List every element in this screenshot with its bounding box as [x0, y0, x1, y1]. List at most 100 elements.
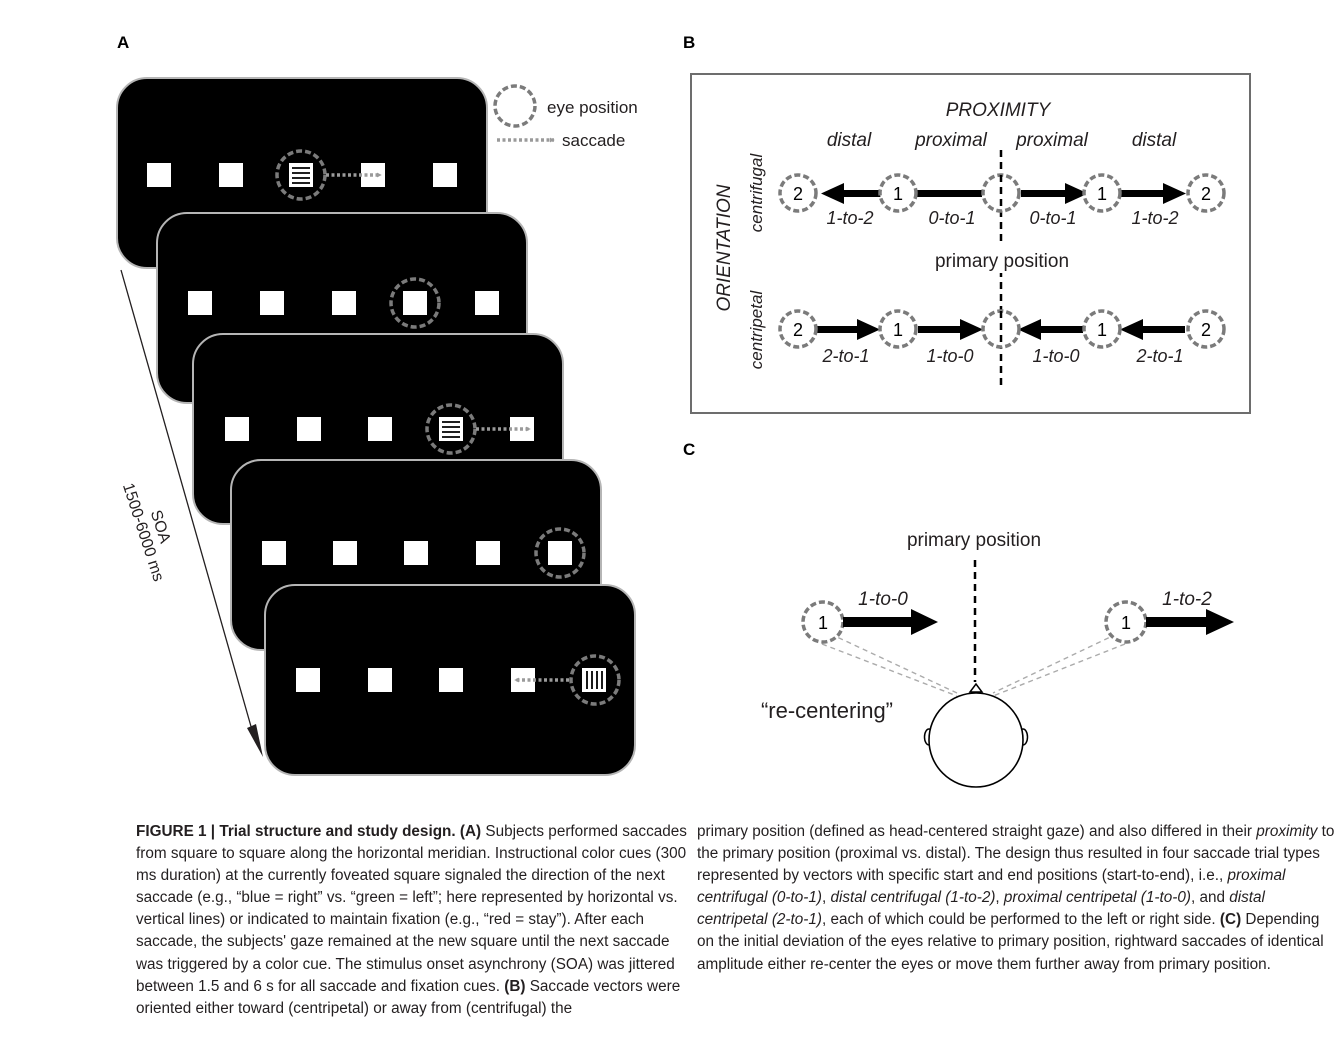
caption-paragraph: FIGURE 1 | Trial structure and study des… — [136, 821, 694, 1020]
primary-position-label-c: primary position — [907, 530, 1041, 551]
sightlines — [821, 629, 1126, 697]
eye-position-number: 1 — [1121, 613, 1131, 633]
eye-position-icon — [569, 654, 621, 706]
caption-tag-b: (B) — [504, 977, 526, 995]
caption-text: , each of which could be performed to th… — [821, 911, 1220, 929]
square — [219, 163, 243, 187]
square — [296, 668, 320, 692]
position-circle — [1082, 309, 1122, 349]
eye-position-icon — [389, 277, 441, 329]
centripetal-arrows — [815, 319, 1185, 340]
caption-italic: proximal centripetal (1-to-0) — [1003, 889, 1191, 907]
square — [262, 541, 286, 565]
square — [404, 541, 428, 565]
saccade-type-label: 2-to-1 — [821, 346, 869, 366]
header-distal-left: distal — [827, 130, 872, 151]
position-circle — [878, 173, 918, 213]
square — [260, 291, 284, 315]
saccade-arrow-right — [1146, 609, 1234, 635]
panel-b: B PROXIMITY distal proximal proximal dis… — [683, 33, 1251, 414]
caption-text: , — [821, 889, 831, 907]
square — [548, 541, 572, 565]
saccade-label-left: 1-to-0 — [858, 589, 908, 610]
square — [225, 417, 249, 441]
saccade-type-label: 1-to-0 — [1032, 346, 1079, 366]
header-proximal-right: proximal — [1015, 130, 1089, 151]
panel-c: C primary position 1 1-to-0 1 1-to-2 “re… — [683, 440, 1234, 788]
caption-text-a: Subjects performed saccades from square … — [136, 823, 687, 995]
position-circle — [778, 309, 818, 349]
square — [433, 163, 457, 187]
saccade-type-label: 1-to-0 — [926, 346, 973, 366]
panel-b-label: B — [683, 33, 695, 52]
saccade-type-label: 1-to-2 — [1131, 208, 1178, 228]
position-circle — [1186, 309, 1226, 349]
centrifugal-positions: 2 1 1 2 — [778, 173, 1226, 213]
header-proximal-left: proximal — [914, 130, 988, 151]
position-number: 2 — [793, 320, 803, 340]
position-circle — [1082, 173, 1122, 213]
horizontal-lines-cue-icon — [292, 167, 310, 184]
panel-b-frame — [690, 73, 1251, 414]
header-distal-right: distal — [1132, 130, 1177, 151]
square — [403, 291, 427, 315]
position-number: 1 — [1097, 184, 1107, 204]
square — [147, 163, 171, 187]
position-circle — [1186, 173, 1226, 213]
caption-italic: distal centrifugal (1-to-2) — [830, 889, 996, 907]
eye-position-legend-label: eye position — [547, 98, 638, 117]
caption-tag-a: (A) — [459, 823, 482, 840]
vertical-lines-cue-icon — [586, 671, 603, 689]
caption-text: to the primary position (proximal vs. di… — [697, 823, 1335, 885]
eye-position-icon — [534, 527, 586, 579]
square — [368, 417, 392, 441]
horizontal-lines-cue-icon — [442, 421, 460, 438]
trial-screen-5 — [264, 584, 636, 776]
square — [188, 291, 212, 315]
position-circle — [878, 309, 918, 349]
square — [332, 291, 356, 315]
saccade-arrow-left — [843, 609, 938, 635]
caption-italic: proximal centrifugal (0-to-1) — [697, 867, 1286, 907]
caption-text: , and — [1190, 889, 1230, 907]
caption-paragraph: primary position (defined as head-center… — [697, 821, 1337, 976]
centripetal-label: centripetal — [747, 290, 766, 370]
caption-text-b: Saccade vectors were oriented either tow… — [136, 977, 681, 1017]
panel-a-legend: eye position saccade — [493, 84, 638, 150]
caption-text: primary position (defined as head-center… — [697, 823, 1257, 840]
position-number: 1 — [1097, 320, 1107, 340]
square — [368, 668, 392, 692]
position-number: 2 — [793, 184, 803, 204]
caption-italic: proximity — [1256, 823, 1318, 840]
eye-position-icon — [275, 149, 327, 201]
eye-position-legend-icon — [493, 84, 537, 128]
saccade-label-right: 1-to-2 — [1162, 589, 1212, 610]
saccade-type-label: 1-to-2 — [826, 208, 873, 228]
position-number: 2 — [1201, 184, 1211, 204]
centrifugal-label: centrifugal — [747, 153, 766, 233]
recentering-label: “re-centering” — [761, 698, 893, 723]
position-number: 2 — [1201, 320, 1211, 340]
square — [333, 541, 357, 565]
primary-position-label-b: primary position — [935, 251, 1069, 272]
eye-position-icon — [425, 403, 477, 455]
position-number: 1 — [893, 184, 903, 204]
caption-left-column: FIGURE 1 | Trial structure and study des… — [136, 821, 694, 1020]
eye-position-number: 1 — [818, 613, 828, 633]
panel-a-label: A — [117, 33, 129, 52]
proximity-title: PROXIMITY — [946, 100, 1052, 121]
saccade-type-label: 2-to-1 — [1135, 346, 1183, 366]
figure-label: FIGURE 1 | Trial structure and study des… — [136, 823, 456, 840]
caption-right-column: primary position (defined as head-center… — [697, 821, 1337, 976]
saccade-type-label: 0-to-1 — [1029, 208, 1076, 228]
position-number: 1 — [893, 320, 903, 340]
caption-text: , — [995, 889, 1004, 907]
orientation-label: ORIENTATION — [714, 184, 735, 311]
head-icon — [923, 682, 1029, 788]
square — [297, 417, 321, 441]
square — [476, 541, 500, 565]
figure: A eye position saccade SOA 1500-6000 ms — [116, 33, 1251, 788]
panel-c-label: C — [683, 440, 695, 459]
centripetal-positions: 2 1 1 2 — [778, 309, 1226, 349]
caption-tag-c: (C) — [1219, 911, 1242, 929]
